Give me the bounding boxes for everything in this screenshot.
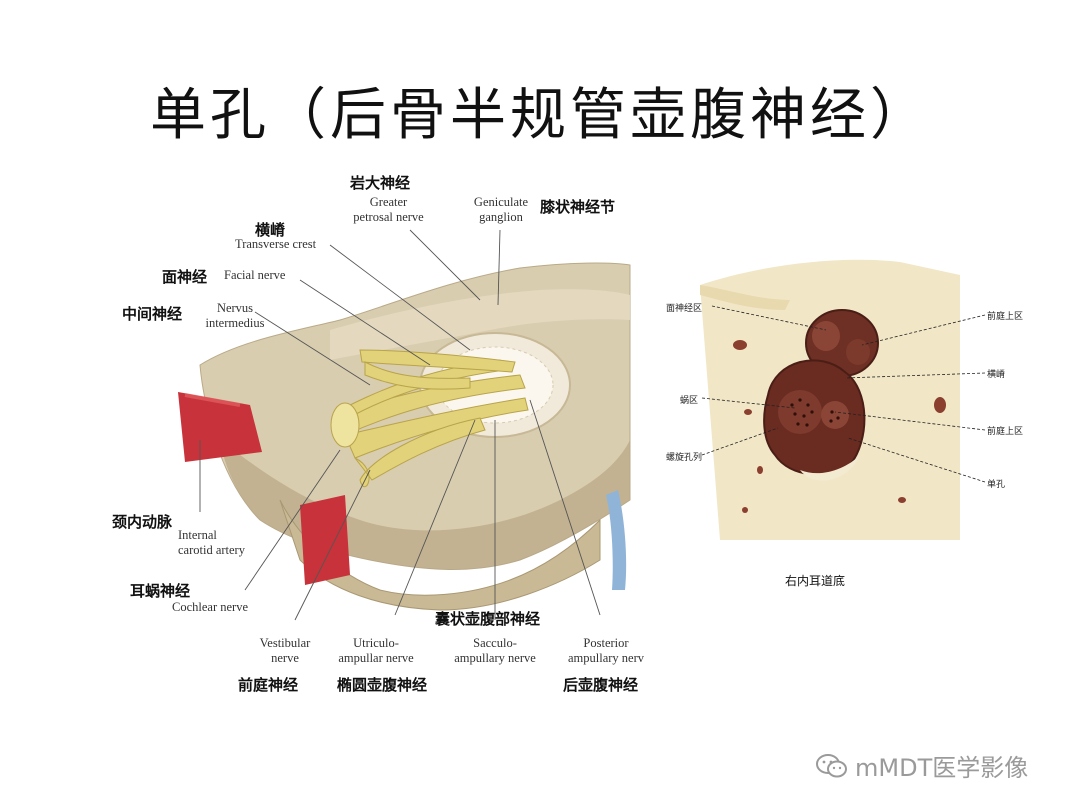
nerve-bundle bbox=[334, 349, 529, 488]
cochlear-en-label: Cochlear nerve bbox=[172, 600, 249, 614]
utriculo-cn-label: 椭圆壶腹神经 bbox=[337, 676, 428, 694]
foramina-dots bbox=[790, 398, 840, 427]
sup-vestibular-label-2: 前庭上区 bbox=[987, 427, 1024, 437]
greater-petrosal-en-label: Greater petrosal nerve bbox=[353, 195, 424, 224]
sup-vestibular-label-1: 前庭上区 bbox=[987, 312, 1024, 322]
lower-bone bbox=[279, 499, 601, 611]
vestibular-en-label: Vestibular nerve bbox=[259, 636, 311, 665]
transverse-crest-en-label: Transverse crest bbox=[235, 237, 317, 251]
vestibular-cn-label: 前庭神经 bbox=[238, 676, 299, 694]
spiral-foramina-label: 螺旋孔列 bbox=[666, 453, 703, 463]
cochlear-cn-label: 耳蜗神经 bbox=[130, 582, 191, 600]
vessel-right bbox=[606, 490, 627, 590]
bone-spots bbox=[733, 340, 946, 513]
nerve-cut-end bbox=[330, 402, 360, 448]
page-title: 单孔（后骨半规管壶腹神经） bbox=[150, 83, 930, 148]
wechat-icon bbox=[816, 753, 847, 777]
watermark: mMDT医学影像 bbox=[815, 748, 1028, 783]
geniculate-en-label: Geniculate ganglion bbox=[473, 195, 529, 224]
saccular-cn-label: 囊状壶腹部神经 bbox=[435, 610, 541, 628]
carotid-cn-label: 颈内动脉 bbox=[112, 513, 173, 531]
intermedius-en-label: Nervus intermedius bbox=[205, 301, 265, 330]
facial-cn-label: 面神经 bbox=[162, 268, 208, 286]
carotid-artery-lower bbox=[300, 495, 350, 585]
bone-ridge bbox=[330, 289, 630, 360]
sacculo-en-label: Sacculo- ampullary nerve bbox=[454, 636, 536, 665]
utriculo-en-label: Utriculo- ampullar nerve bbox=[338, 636, 414, 665]
facial-en-label: Facial nerve bbox=[224, 268, 286, 282]
transverse-crest-label: 横嵴 bbox=[987, 370, 1006, 380]
right-leader-lines bbox=[701, 305, 986, 483]
posterior-cn-label: 后壶腹神经 bbox=[563, 676, 639, 694]
intermedius-cn-label: 中间神经 bbox=[122, 305, 183, 323]
watermark-text: mMDT医学影像 bbox=[855, 754, 1029, 782]
cochlear-area-label: 蜗区 bbox=[680, 396, 699, 406]
greater-petrosal-cn-label: 岩大神经 bbox=[350, 174, 411, 192]
singular-foramen-label: 单孔 bbox=[987, 480, 1006, 490]
right-figure-caption: 右内耳道底 bbox=[785, 574, 846, 588]
leader-lines bbox=[199, 229, 601, 621]
transverse-crest-cn-label: 横嵴 bbox=[255, 221, 286, 239]
carotid-artery-left bbox=[178, 392, 262, 462]
carotid-en-label: Internal carotid artery bbox=[178, 528, 245, 557]
facial-area-label: 面神经区 bbox=[666, 304, 703, 314]
posterior-en-label: Posterior ampullary nerv bbox=[567, 636, 644, 665]
geniculate-cn-label: 膝状神经节 bbox=[540, 198, 616, 216]
